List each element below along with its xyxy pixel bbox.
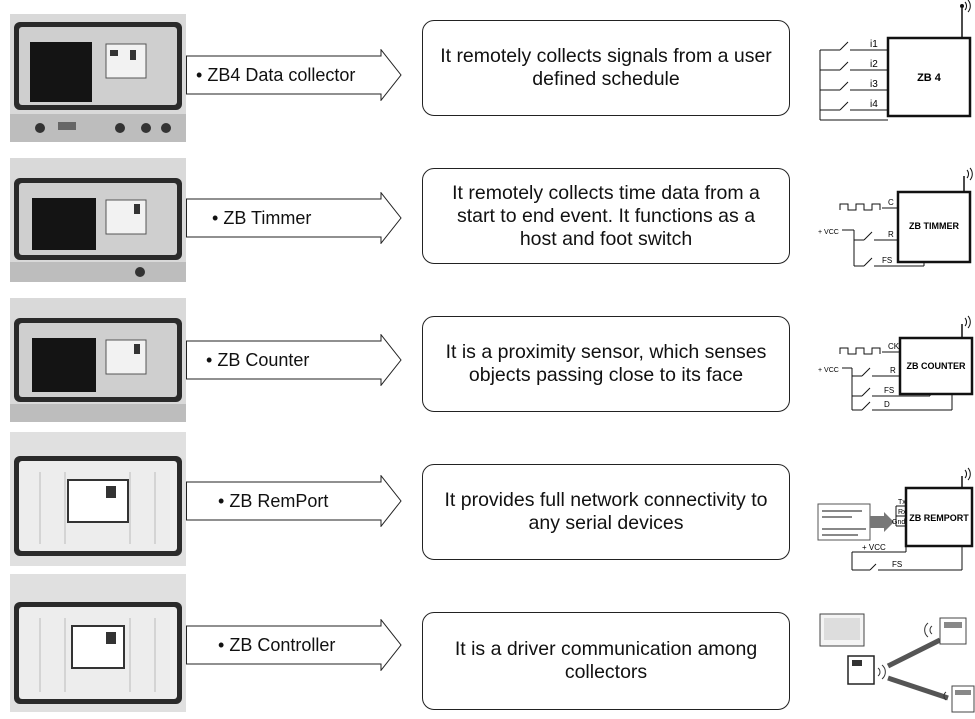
zb4-arrow-label: • ZB4 Data collector <box>186 49 402 101</box>
zb-remport-pin-label: Tx <box>898 499 906 506</box>
zb-counter-arrow-label: • ZB Counter <box>186 334 402 386</box>
zb4-schematic: ZB 4 i1 i2 i3 i4 <box>812 0 975 150</box>
zb-remport-pin-label: + VCC <box>862 543 886 552</box>
row-zb-counter: • ZB Counter It is a proximity sensor, w… <box>0 298 975 428</box>
zb-timmer-vcc-label: + VCC <box>818 229 839 236</box>
zb-counter-schematic: ZB COUNTER + VCC CK R FS D <box>812 298 975 428</box>
zb4-input-label: i1 <box>870 39 878 50</box>
row-zb-remport: • ZB RemPort It provides full network co… <box>0 428 975 574</box>
zb-timmer-pin-label: C <box>888 198 894 207</box>
zb-timmer-pin-label: FS <box>882 256 892 265</box>
zb-controller-arrow-label: • ZB Controller <box>186 619 402 671</box>
zb-controller-device-name: ZB Controller <box>229 635 336 655</box>
zb-counter-pin-label: R <box>890 366 896 375</box>
bullet: • <box>196 65 203 85</box>
row-zb4: • ZB4 Data collector It remotely collect… <box>0 0 975 150</box>
zb-timmer-device-photo <box>10 158 186 282</box>
row-zb-timmer: • ZB Timmer It remotely collects time da… <box>0 150 975 298</box>
zb-remport-pin-label: Rx <box>898 509 907 516</box>
zb-remport-pin-label: FS <box>892 560 902 569</box>
zb-timmer-block-label: ZB TIMMER <box>909 221 959 231</box>
zb4-input-label: i2 <box>870 59 878 70</box>
zb-counter-description: It is a proximity sensor, which senses o… <box>422 316 790 412</box>
zb4-input-label: i3 <box>870 79 878 90</box>
zb-remport-pin-label: Gnd <box>892 519 905 526</box>
zb-remport-device-photo <box>10 432 186 566</box>
zb-remport-description: It provides full network connectivity to… <box>422 464 790 560</box>
zb-timmer-device-name: ZB Timmer <box>223 208 312 228</box>
zb4-description: It remotely collects signals from a user… <box>422 20 790 116</box>
zb-controller-device-photo <box>10 574 186 712</box>
zb-controller-description: It is a driver communication among colle… <box>422 612 790 710</box>
zb-timmer-description: It remotely collects time data from a st… <box>422 168 790 264</box>
zb-counter-device-name: ZB Counter <box>217 350 310 370</box>
zb-timmer-arrow-label: • ZB Timmer <box>186 192 402 244</box>
zb-remport-schematic: ZB REMPORT Tx Rx Gnd + VCC FS <box>812 428 975 574</box>
zb4-device-name: ZB4 Data collector <box>207 65 356 85</box>
zb4-device-photo <box>10 14 186 142</box>
bullet: • <box>206 350 213 370</box>
row-zb-controller: • ZB Controller It is a driver communica… <box>0 574 975 719</box>
zb-counter-block-label: ZB COUNTER <box>907 361 966 371</box>
zb-counter-vcc-label: + VCC <box>818 367 839 374</box>
zb-counter-pin-label: CK <box>888 342 900 351</box>
zb-timmer-schematic: ZB TIMMER + VCC C R FS <box>812 150 975 298</box>
zb4-input-label: i4 <box>870 99 878 110</box>
zb-counter-pin-label: D <box>884 400 890 409</box>
zb-counter-pin-label: FS <box>884 386 894 395</box>
zb-controller-network-illustration <box>812 574 975 719</box>
bullet: • <box>218 491 225 511</box>
zb-remport-device-name: ZB RemPort <box>229 491 329 511</box>
zb4-block-label: ZB 4 <box>917 72 942 84</box>
bullet: • <box>212 208 219 228</box>
zb-timmer-pin-label: R <box>888 230 894 239</box>
zb-remport-arrow-label: • ZB RemPort <box>186 475 402 527</box>
zb-remport-block-label: ZB REMPORT <box>909 513 969 523</box>
bullet: • <box>218 635 225 655</box>
zb-counter-device-photo <box>10 298 186 422</box>
